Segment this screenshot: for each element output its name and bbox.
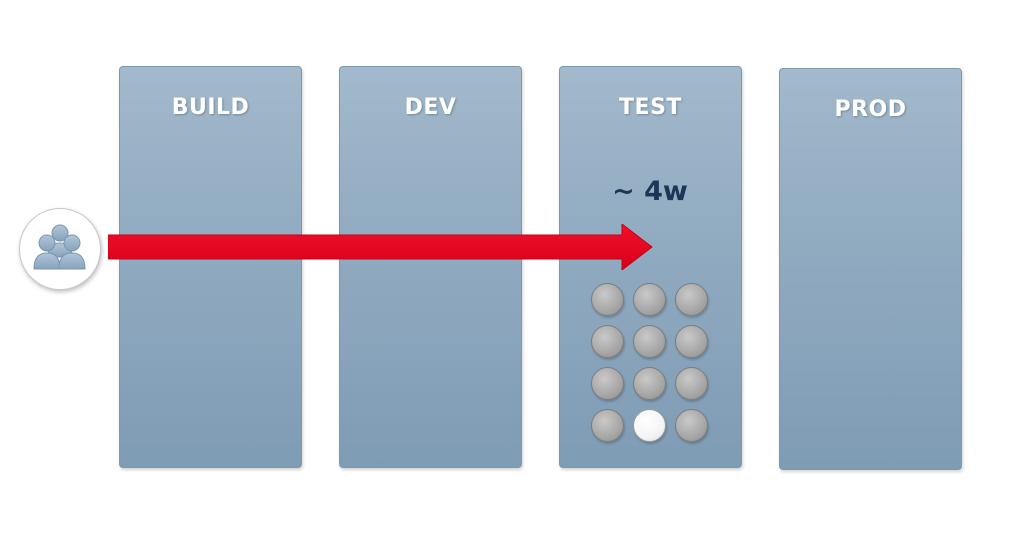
stage-column-dev: DEV (339, 66, 522, 468)
test-slot-dot (633, 325, 666, 358)
test-duration-label: ~ 4w (612, 176, 688, 207)
test-slot-dot (591, 283, 624, 316)
test-slot-dot (591, 409, 624, 442)
progress-arrow-shape (108, 224, 653, 270)
test-slot-dot (591, 367, 624, 400)
stage-title-build: BUILD (171, 95, 250, 120)
team-badge (19, 208, 101, 290)
stage-column-build: BUILD (119, 66, 302, 468)
test-environment-dot-grid (591, 283, 711, 445)
test-slot-dot-active (633, 409, 666, 442)
test-slot-dot (633, 367, 666, 400)
progress-arrow (108, 224, 653, 270)
stage-column-test: TEST (559, 66, 742, 468)
test-slot-dot (675, 325, 708, 358)
test-slot-dot (591, 325, 624, 358)
test-slot-dot (675, 409, 708, 442)
stage-column-prod: PROD (779, 68, 962, 470)
test-slot-dot (675, 367, 708, 400)
stage-title-dev: DEV (404, 95, 457, 120)
stage-title-prod: PROD (834, 97, 907, 122)
test-slot-dot (675, 283, 708, 316)
stage-title-test: TEST (619, 95, 682, 120)
users-group-icon (33, 224, 86, 270)
test-slot-dot (633, 283, 666, 316)
